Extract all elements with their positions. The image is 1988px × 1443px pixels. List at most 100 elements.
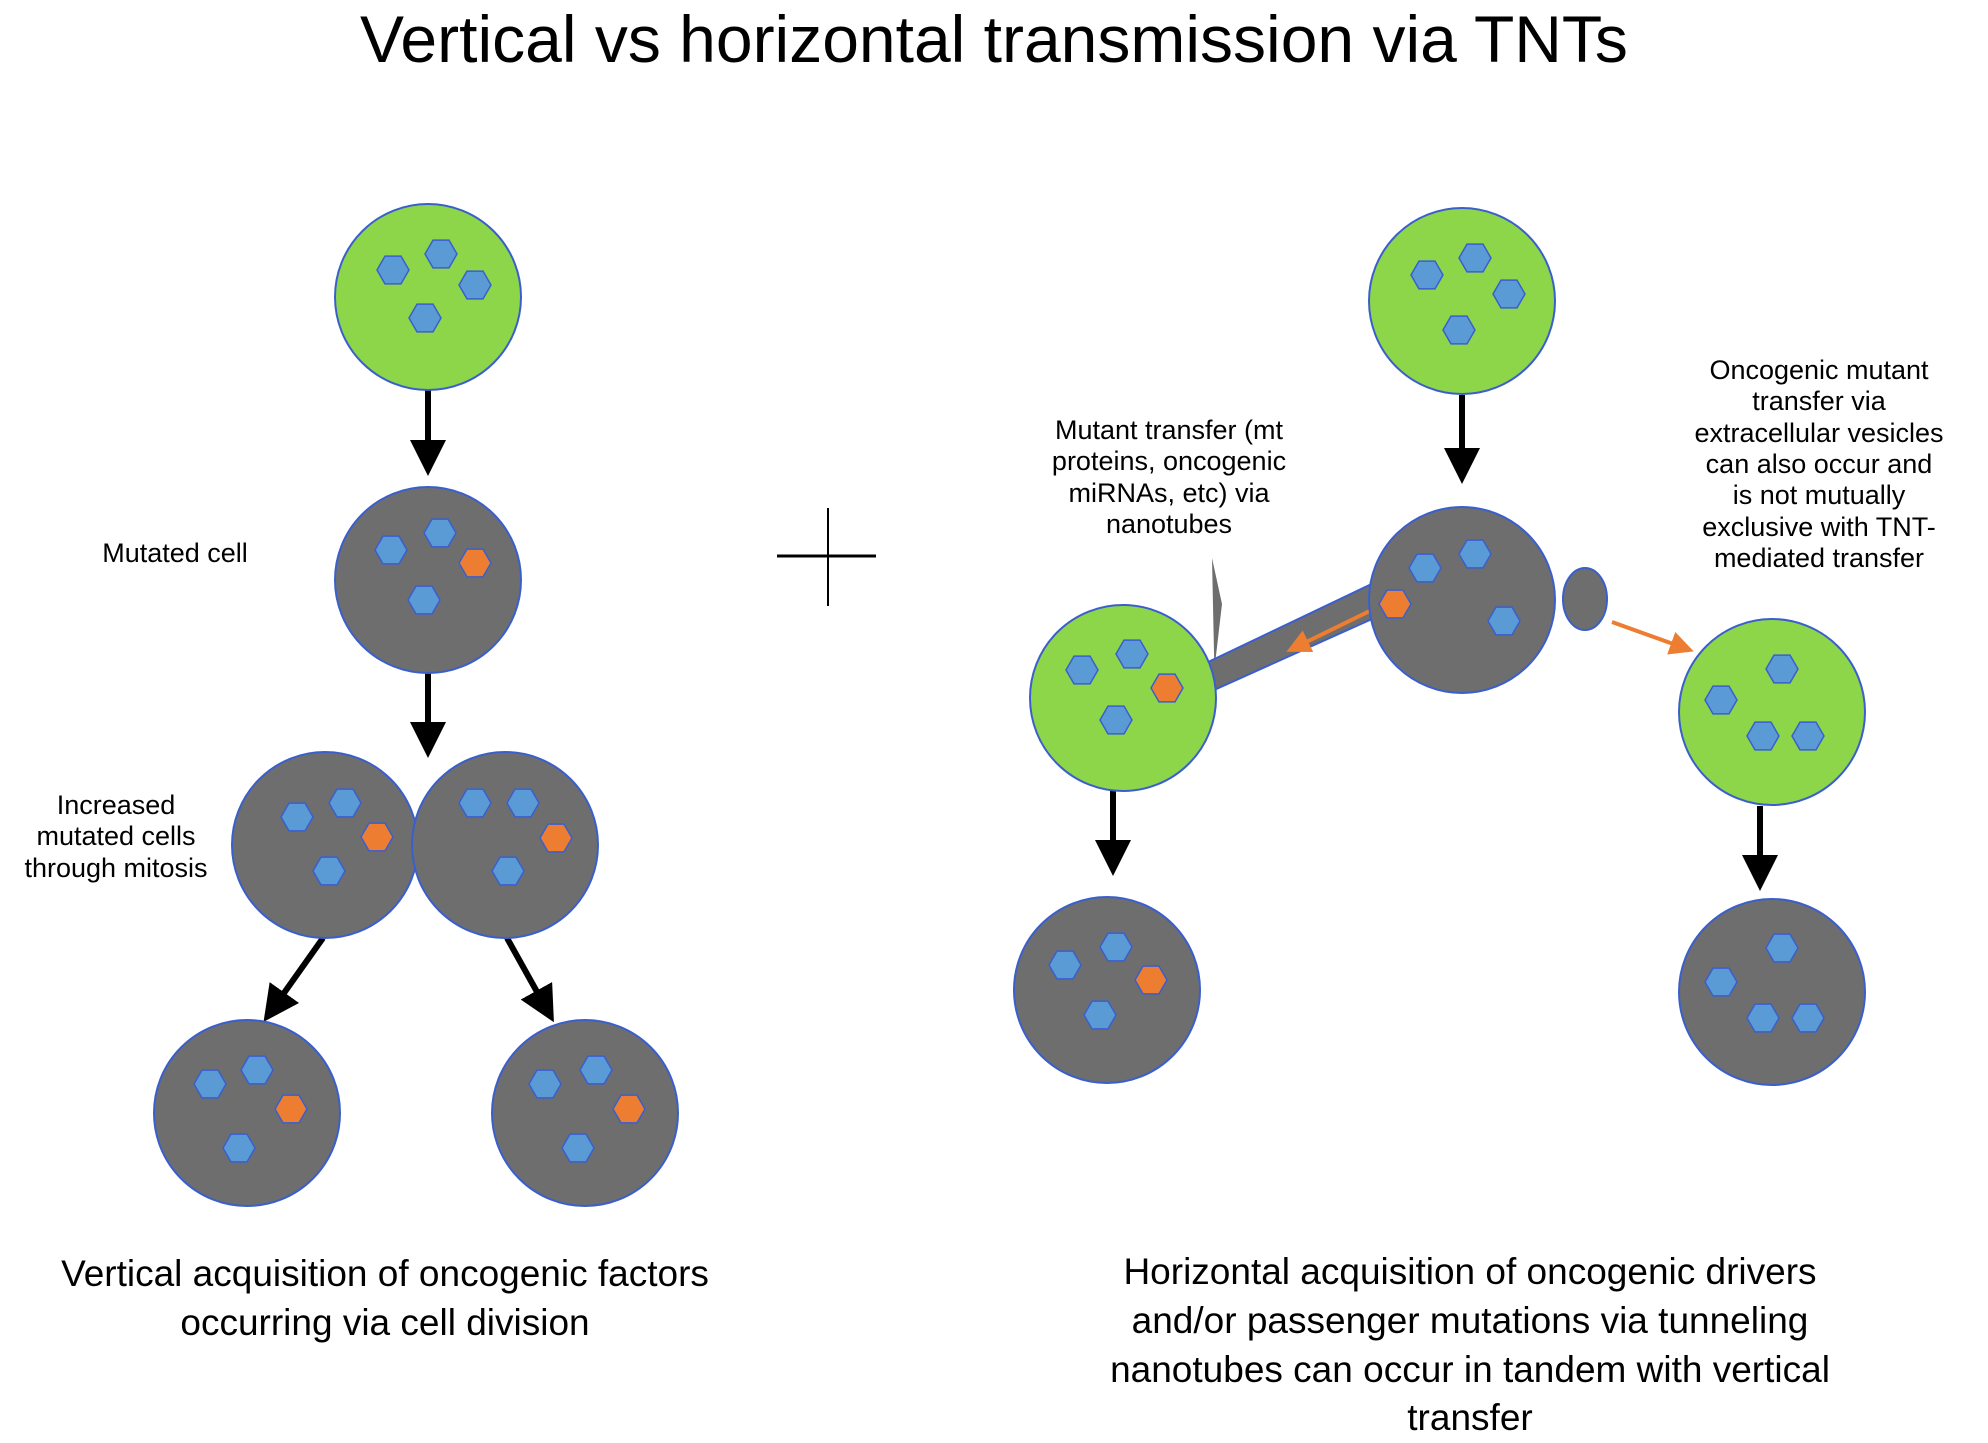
label-vesicle-line: can also occur and xyxy=(1705,448,1933,479)
protein-hexagon xyxy=(408,303,442,333)
caption-vertical-line: Vertical acquisition of oncogenic factor… xyxy=(61,1253,709,1294)
oncogenic-protein-hexagon xyxy=(458,548,492,578)
mutated-cell-right xyxy=(1368,506,1556,694)
label-mutant-transfer-line: proteins, oncogenic xyxy=(1051,446,1287,477)
caption-horizontal: Horizontal acquisition of oncogenic driv… xyxy=(1030,1248,1910,1443)
oncogenic-protein-hexagon xyxy=(1134,965,1168,995)
mutated-cell-body xyxy=(1368,506,1556,694)
healthy-cell-body xyxy=(1029,604,1217,792)
label-vesicle-line: extracellular vesicles xyxy=(1694,417,1944,448)
protein-hexagon xyxy=(1048,950,1082,980)
oncogenic-protein-hexagon xyxy=(360,822,394,852)
label-vesicle-line: exclusive with TNT- xyxy=(1702,511,1936,542)
label-mutant-transfer: Mutant transfer (mt proteins, oncogenic … xyxy=(1010,415,1328,540)
label-vesicle-line: mediated transfer xyxy=(1713,542,1925,573)
protein-hexagon xyxy=(506,788,540,818)
healthy-cell-body xyxy=(1678,618,1866,806)
caption-vertical: Vertical acquisition of oncogenic factor… xyxy=(0,1250,770,1348)
healthy-cell-body xyxy=(334,203,522,391)
recipient-cell-right xyxy=(1678,618,1866,806)
transfer-arrows xyxy=(1286,603,1694,655)
nanotube-body xyxy=(1202,578,1394,692)
protein-hexagon xyxy=(1746,1003,1780,1033)
protein-hexagon xyxy=(193,1069,227,1099)
caption-horizontal-line: Horizontal acquisition of oncogenic driv… xyxy=(1123,1251,1817,1292)
caption-horizontal-line: transfer xyxy=(1407,1397,1533,1439)
protein-hexagon xyxy=(1487,606,1521,636)
protein-hexagon xyxy=(1765,933,1799,963)
protein-hexagon xyxy=(374,535,408,565)
protein-hexagon xyxy=(376,255,410,285)
protein-hexagon xyxy=(1065,655,1099,685)
protein-hexagon xyxy=(1704,967,1738,997)
protein-hexagon xyxy=(1083,1000,1117,1030)
label-mutated-cell: Mutated cell xyxy=(102,538,248,568)
dividing-cell-left xyxy=(231,751,419,939)
oncogenic-protein-hexagon xyxy=(612,1094,646,1124)
mutated-cell-body xyxy=(153,1019,341,1207)
protein-hexagon xyxy=(1492,279,1526,309)
tnt-transfer-arrow xyxy=(1286,603,1383,652)
label-increased-line: through mitosis xyxy=(24,852,208,883)
protein-hexagon xyxy=(1791,721,1825,751)
vesicle-transfer-arrow xyxy=(1611,620,1694,655)
healthy-cell-top-left xyxy=(334,203,522,391)
label-mutant-transfer-line: Mutant transfer (mt xyxy=(1054,415,1284,445)
protein-hexagon xyxy=(458,270,492,300)
protein-hexagon xyxy=(1099,705,1133,735)
mutated-cell-body xyxy=(1678,898,1866,1086)
plus-separator xyxy=(777,508,876,606)
label-vesicle-line: is not mutually xyxy=(1732,480,1906,511)
protein-hexagon xyxy=(1115,639,1149,669)
cells-layer xyxy=(153,203,1866,1207)
page-title: Vertical vs horizontal transmission via … xyxy=(360,2,1628,76)
protein-hexagon xyxy=(240,1055,274,1085)
label-increased-line: mutated cells xyxy=(36,821,196,852)
mutated-cell xyxy=(334,486,522,674)
daughter-cell-left xyxy=(153,1019,341,1207)
recipient-cell-left xyxy=(1029,604,1217,792)
oncogenic-protein-hexagon xyxy=(1378,589,1412,619)
protein-hexagon xyxy=(1765,654,1799,684)
healthy-cell-body xyxy=(1368,207,1556,395)
arrow-3 xyxy=(263,936,326,1022)
protein-hexagon xyxy=(561,1133,595,1163)
mutated-cell-body xyxy=(334,486,522,674)
label-vesicle-transfer: Oncogenic mutant transfer via extracellu… xyxy=(1650,355,1988,574)
label-increased-mutated-cells: Increased mutated cells through mitosis xyxy=(0,790,232,884)
protein-hexagon xyxy=(1458,539,1492,569)
protein-hexagon xyxy=(1442,315,1476,345)
protein-hexagon xyxy=(424,239,458,269)
label-mutant-transfer-line: nanotubes xyxy=(1105,508,1233,539)
descendant-cell-right xyxy=(1678,898,1866,1086)
protein-hexagon xyxy=(222,1133,256,1163)
protein-hexagon xyxy=(458,788,492,818)
protein-hexagon xyxy=(1408,553,1442,583)
protein-hexagon xyxy=(1791,1003,1825,1033)
protein-hexagon xyxy=(1458,243,1492,273)
mutated-cell-body xyxy=(491,1019,679,1207)
caption-horizontal-line: nanotubes can occur in tandem with verti… xyxy=(1110,1348,1830,1390)
oncogenic-protein-hexagon xyxy=(539,823,573,853)
dividing-cell-right xyxy=(411,751,599,939)
label-vesicle-line: Oncogenic mutant xyxy=(1709,355,1929,385)
protein-hexagon xyxy=(1410,260,1444,290)
division-arrows xyxy=(263,388,1778,1023)
descendant-cell-left xyxy=(1013,896,1201,1084)
protein-hexagon xyxy=(1746,721,1780,751)
mutated-cell-body xyxy=(231,751,419,939)
oncogenic-protein-hexagon xyxy=(274,1094,308,1124)
protein-hexagon xyxy=(579,1055,613,1085)
healthy-cell-top-right xyxy=(1368,207,1556,395)
oncogenic-protein-hexagon xyxy=(1150,673,1184,703)
protein-hexagon xyxy=(1704,685,1738,715)
mutated-cell-body xyxy=(411,751,599,939)
protein-hexagon xyxy=(423,518,457,548)
protein-hexagon xyxy=(407,585,441,615)
label-mutant-transfer-line: miRNAs, etc) via xyxy=(1068,477,1270,508)
label-increased-line: Increased xyxy=(56,790,176,820)
arrow-4 xyxy=(504,936,554,1023)
protein-hexagon xyxy=(491,856,525,886)
caption-horizontal-line: and/or passenger mutations via tunneling xyxy=(1131,1299,1809,1341)
